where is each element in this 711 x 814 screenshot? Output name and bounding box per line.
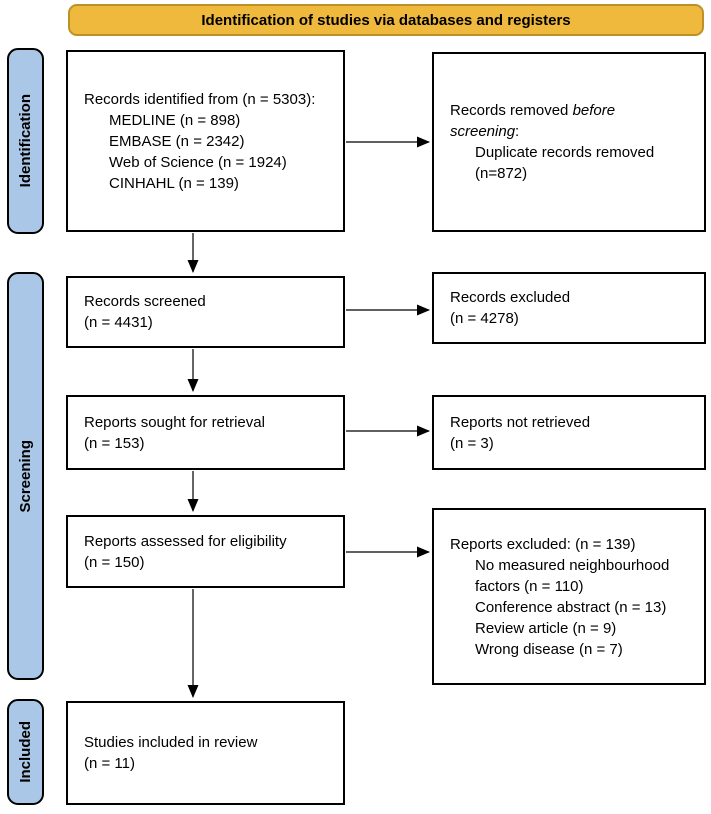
box-records-identified-content: Records identified from (n = 5303): MEDL…	[84, 89, 315, 194]
stage-label-identification-text: Identification	[17, 94, 34, 188]
studies-included-text: Studies included in review (n = 11)	[84, 734, 258, 772]
box-records-removed-before-screening: Records removed before screening: Duplic…	[432, 52, 706, 232]
reports-excluded-title: Reports excluded: (n = 139)	[450, 535, 636, 553]
records-removed-italic: before screening	[450, 102, 616, 140]
reason-no-measured-factors: No measured neighbourhood factors (n = 1…	[475, 556, 670, 595]
reports-excluded-reasons: No measured neighbourhood factors (n = 1…	[450, 555, 692, 660]
records-identified-title: Records identified from (n = 5303):	[84, 90, 316, 108]
box-reports-sought: Reports sought for retrieval (n = 153)	[66, 395, 345, 470]
box-reports-assessed: Reports assessed for eligibility (n = 15…	[66, 515, 345, 588]
reason-wrong-disease: Wrong disease (n = 7)	[475, 640, 623, 658]
box-reports-not-retrieved: Reports not retrieved (n = 3)	[432, 395, 706, 470]
reason-review-article: Review article (n = 9)	[475, 619, 617, 637]
box-reports-excluded: Reports excluded: (n = 139) No measured …	[432, 508, 706, 685]
records-screened-text: Records screened (n = 4431)	[84, 293, 206, 331]
banner-label: Identification of studies via databases …	[201, 11, 571, 29]
reports-assessed-text: Reports assessed for eligibility (n = 15…	[84, 532, 287, 571]
stage-label-included-text: Included	[17, 721, 34, 783]
stage-label-screening: Screening	[7, 272, 44, 680]
stage-label-identification: Identification	[7, 48, 44, 234]
records-removed-reasons: Duplicate records removed (n=872)	[450, 142, 692, 184]
source-embase: EMBASE (n = 2342)	[109, 132, 245, 150]
reports-sought-text: Reports sought for retrieval (n = 153)	[84, 413, 265, 452]
records-excluded-text: Records excluded (n = 4278)	[450, 289, 571, 327]
stage-label-included: Included	[7, 699, 44, 805]
box-records-identified: Records identified from (n = 5303): MEDL…	[66, 50, 345, 232]
box-records-screened: Records screened (n = 4431)	[66, 276, 345, 348]
reason-duplicates-removed: Duplicate records removed (n=872)	[475, 144, 655, 182]
stage-label-screening-text: Screening	[17, 439, 34, 513]
source-medline: MEDLINE (n = 898)	[109, 111, 241, 129]
records-identified-sources: MEDLINE (n = 898) EMBASE (n = 2342) Web …	[84, 110, 315, 194]
reason-conference-abstract: Conference abstract (n = 13)	[475, 598, 667, 616]
source-web-of-science: Web of Science (n = 1924)	[109, 153, 287, 171]
box-reports-excluded-content: Reports excluded: (n = 139) No measured …	[450, 534, 692, 660]
records-removed-prefix: Records removed	[450, 102, 573, 119]
records-removed-title: Records removed before screening:	[450, 100, 645, 142]
records-removed-suffix: :	[515, 123, 520, 140]
box-studies-included: Studies included in review (n = 11)	[66, 701, 345, 805]
box-records-removed-content: Records removed before screening: Duplic…	[450, 100, 692, 184]
banner-identification-via-databases: Identification of studies via databases …	[68, 4, 704, 36]
reports-not-retrieved-text: Reports not retrieved (n = 3)	[450, 413, 591, 452]
source-cinhahl: CINHAHL (n = 139)	[109, 174, 239, 192]
box-records-excluded: Records excluded (n = 4278)	[432, 272, 706, 344]
